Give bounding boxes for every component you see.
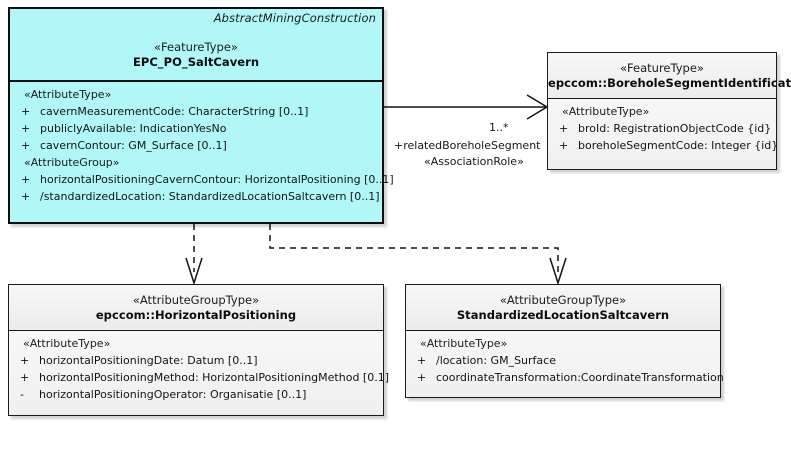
attribute-visibility: -: [20, 388, 24, 401]
attribute-row[interactable]: + /location: GM_Surface: [406, 352, 720, 369]
class-body-horizontal-positioning: «AttributeType» + horizontalPositioningD…: [9, 331, 389, 407]
attribute-visibility: +: [21, 190, 31, 203]
attribute-row[interactable]: + horizontalPositioningDate: Datum [0..1…: [9, 352, 383, 369]
attribute-visibility: +: [417, 371, 427, 384]
class-box-epc-po-saltcavern[interactable]: AbstractMiningConstruction «FeatureType»…: [8, 7, 394, 224]
class-body-epc-po-saltcavern: «AttributeType» + cavernMeasurementCode:…: [10, 82, 394, 209]
attribute-row[interactable]: + publiclyAvailable: IndicationYesNo: [10, 120, 382, 137]
attribute-text: coordinateTransformation:CoordinateTrans…: [436, 371, 724, 384]
compartment-label-attributetype: «AttributeType»: [562, 105, 650, 118]
class-stereotype-label: «AttributeGroupType»: [132, 293, 260, 307]
class-stereotype-label: «FeatureType»: [620, 61, 704, 75]
attribute-visibility: +: [21, 173, 31, 186]
attribute-row[interactable]: + cavernMeasurementCode: CharacterString…: [10, 103, 382, 120]
class-stereotype-label: «AttributeGroupType»: [499, 293, 627, 307]
attribute-text: horizontalPositioningCavernContour: Hori…: [40, 173, 394, 186]
attribute-visibility: +: [559, 122, 569, 135]
compartment-label-attributetype: «AttributeType»: [24, 88, 112, 101]
compartment-label-attributetype: «AttributeType»: [23, 337, 111, 350]
attribute-row[interactable]: - horizontalPositioningOperator: Organis…: [9, 386, 383, 403]
attribute-text: horizontalPositioningMethod: HorizontalP…: [39, 371, 389, 384]
attribute-text: cavernMeasurementCode: CharacterString […: [40, 105, 309, 118]
attribute-visibility: +: [21, 122, 31, 135]
attribute-text: horizontalPositioningDate: Datum [0..1]: [39, 354, 258, 367]
attribute-text: publiclyAvailable: IndicationYesNo: [40, 122, 227, 135]
class-header-horizontal-positioning: «AttributeGroupType» epccom::HorizontalP…: [9, 285, 383, 331]
association-multiplicity-label: 1..*: [489, 121, 509, 134]
association-related-borehole-segment: [384, 94, 549, 120]
class-box-horizontal-positioning[interactable]: «AttributeGroupType» epccom::HorizontalP…: [8, 284, 389, 416]
dependency-standardized-location: [269, 224, 567, 286]
class-name-label: EPC_PO_SaltCavern: [132, 55, 260, 69]
attribute-row[interactable]: + broId: RegistrationObjectCode {id}: [548, 120, 776, 137]
association-role-label: +relatedBoreholeSegment: [394, 139, 541, 152]
attribute-visibility: +: [20, 371, 30, 384]
dependency-horizontal-positioning: [185, 224, 203, 286]
class-header-epc-po-saltcavern: AbstractMiningConstruction «FeatureType»…: [10, 9, 382, 82]
attribute-text: horizontalPositioningOperator: Organisat…: [39, 388, 307, 401]
attribute-row[interactable]: + /standardizedLocation: StandardizedLoc…: [10, 188, 382, 205]
compartment-label-attributegroup: «AttributeGroup»: [24, 156, 120, 169]
class-name-label: epccom::HorizontalPositioning: [95, 308, 297, 322]
attribute-row[interactable]: + boreholeSegmentCode: Integer {id}: [548, 137, 779, 154]
class-name-label: epccom::BoreholeSegmentIdentification: [548, 76, 791, 90]
class-name-label: StandardizedLocationSaltcavern: [456, 308, 670, 322]
class-stereotype-label: «FeatureType»: [154, 40, 238, 54]
attribute-row[interactable]: + coordinateTransformation:CoordinateTra…: [406, 369, 724, 386]
attribute-text: broId: RegistrationObjectCode {id}: [578, 122, 772, 135]
attribute-text: /standardizedLocation: StandardizedLocat…: [40, 190, 380, 203]
attribute-row[interactable]: + cavernContour: GM_Surface [0..1]: [10, 137, 382, 154]
class-package-label: AbstractMiningConstruction: [213, 11, 376, 25]
class-box-standardized-location-saltcavern[interactable]: «AttributeGroupType» StandardizedLocatio…: [405, 284, 724, 398]
class-body-borehole-segment-identification: «AttributeType» + broId: RegistrationObj…: [548, 99, 779, 158]
attribute-visibility: +: [417, 354, 427, 367]
attribute-row[interactable]: + horizontalPositioningCavernContour: Ho…: [10, 171, 394, 188]
class-header-standardized-location-saltcavern: «AttributeGroupType» StandardizedLocatio…: [406, 285, 720, 331]
attribute-text: boreholeSegmentCode: Integer {id}: [578, 139, 779, 152]
attribute-visibility: +: [21, 105, 31, 118]
class-box-borehole-segment-identification[interactable]: «FeatureType» epccom::BoreholeSegmentIde…: [547, 52, 791, 170]
attribute-visibility: +: [559, 139, 569, 152]
class-header-borehole-segment-identification: «FeatureType» epccom::BoreholeSegmentIde…: [548, 53, 791, 99]
compartment-label-attributetype: «AttributeType»: [420, 337, 508, 350]
attribute-text: /location: GM_Surface: [436, 354, 556, 367]
attribute-visibility: +: [21, 139, 31, 152]
attribute-text: cavernContour: GM_Surface [0..1]: [40, 139, 227, 152]
class-body-standardized-location-saltcavern: «AttributeType» + /location: GM_Surface …: [406, 331, 724, 390]
attribute-visibility: +: [20, 354, 30, 367]
attribute-row[interactable]: + horizontalPositioningMethod: Horizonta…: [9, 369, 389, 386]
association-stereotype-label: «AssociationRole»: [424, 155, 524, 168]
